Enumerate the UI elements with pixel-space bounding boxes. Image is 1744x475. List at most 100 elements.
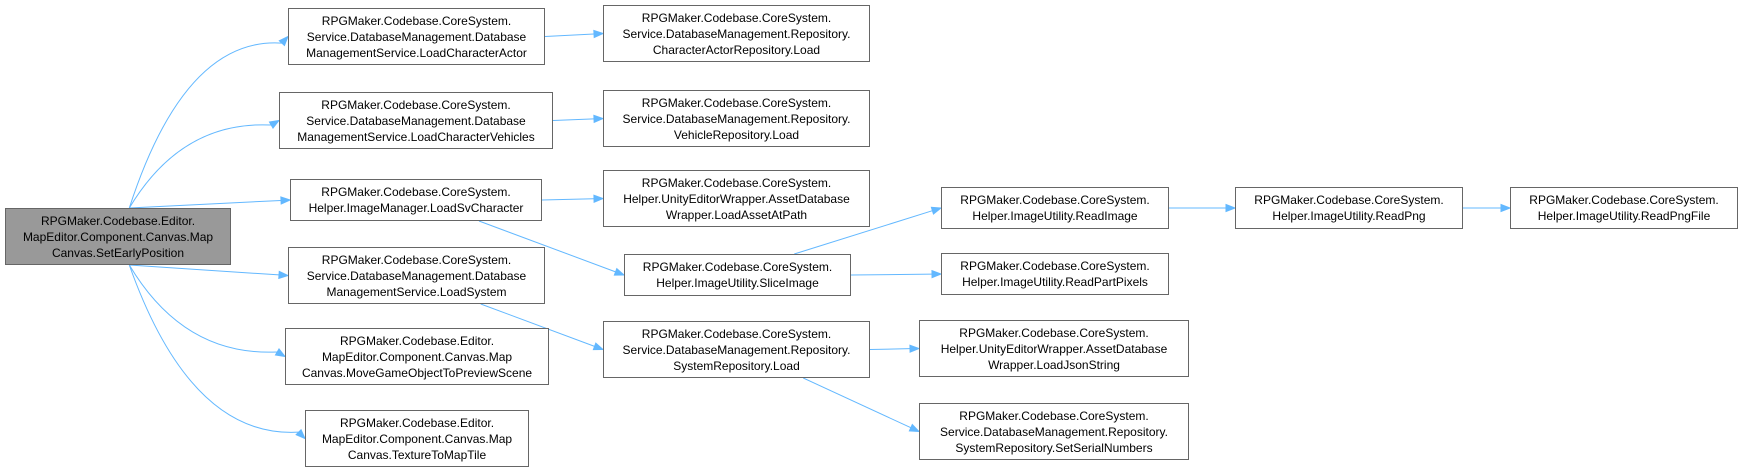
- edge-n1-n7: [544, 33, 595, 37]
- node-line: Helper.ImageUtility.ReadImage: [972, 209, 1138, 223]
- arrowhead-n0-n5: [274, 348, 287, 358]
- arrowhead-n0-n6: [295, 428, 306, 440]
- node-line: Service.DatabaseManagement.Repository.: [622, 26, 851, 41]
- node-line: RPGMaker.Codebase.CoreSystem.: [641, 95, 832, 110]
- arrowhead-n11-n14: [909, 344, 921, 353]
- node-line: RPGMaker.Codebase.CoreSystem.: [641, 175, 832, 190]
- node-line: RPGMaker.Codebase.CoreSystem.: [321, 252, 512, 267]
- node-read-png-file[interactable]: RPGMaker.Codebase.CoreSystem. Helper.Ima…: [1510, 187, 1738, 229]
- node-read-image[interactable]: RPGMaker.Codebase.CoreSystem. Helper.Ima…: [941, 187, 1169, 229]
- arrowhead-n1-n7: [593, 29, 605, 39]
- node-line: CharacterActorRepository.Load: [652, 42, 821, 57]
- node-line: RPGMaker.Codebase.CoreSystem.: [321, 97, 511, 112]
- edge-n0-n2: [128, 124, 272, 209]
- arrowhead-n0-n2: [268, 119, 281, 129]
- node-line: Helper.ImageUtility.ReadPng: [1272, 209, 1426, 223]
- node-line: RPGMaker.Codebase.CoreSystem.: [1254, 193, 1444, 207]
- node-load-sv-character[interactable]: RPGMaker.Codebase.CoreSystem. Helper.Ima…: [290, 179, 542, 221]
- node-line: MapEditor.Component.Canvas.Map: [321, 349, 513, 364]
- node-line: Service.DatabaseManagement.Database: [306, 113, 526, 128]
- node-line: Helper.UnityEditorWrapper.AssetDatabase: [940, 341, 1168, 356]
- node-line: Service.DatabaseManagement.Repository.: [940, 424, 1168, 439]
- node-line: Service.DatabaseManagement.Repository.: [622, 342, 851, 357]
- node-character-actor-repository-load[interactable]: RPGMaker.Codebase.CoreSystem. Service.Da…: [603, 5, 870, 62]
- node-line: ManagementService.LoadCharacterVehicles: [297, 129, 535, 144]
- node-line: RPGMaker.Codebase.CoreSystem.: [321, 185, 511, 199]
- node-line: Helper.ImageUtility.SliceImage: [656, 276, 819, 290]
- node-vehicle-repository-load[interactable]: RPGMaker.Codebase.CoreSystem. Service.Da…: [603, 90, 870, 147]
- node-slice-image[interactable]: RPGMaker.Codebase.CoreSystem. Helper.Ima…: [624, 254, 851, 296]
- node-line: RPGMaker.Codebase.CoreSystem.: [959, 408, 1149, 423]
- node-line: Wrapper.LoadAssetAtPath: [665, 207, 808, 222]
- edge-n0-n1: [128, 42, 282, 209]
- node-line: RPGMaker.Codebase.CoreSystem.: [641, 326, 832, 341]
- node-line: RPGMaker.Codebase.CoreSystem.: [321, 13, 512, 28]
- node-line: SystemRepository.SetSerialNumbers: [955, 440, 1153, 455]
- node-line: RPGMaker.Codebase.Editor.: [339, 415, 495, 430]
- node-load-asset-at-path[interactable]: RPGMaker.Codebase.CoreSystem. Helper.Uni…: [603, 170, 870, 227]
- node-line: Helper.ImageUtility.ReadPartPixels: [962, 275, 1148, 289]
- node-load-system[interactable]: RPGMaker.Codebase.CoreSystem. Service.Da…: [288, 247, 545, 304]
- node-line: Helper.UnityEditorWrapper.AssetDatabase: [623, 191, 850, 206]
- edge-n3-n9: [541, 198, 595, 201]
- edge-n3-n10: [478, 220, 616, 273]
- node-texture-to-map-tile[interactable]: RPGMaker.Codebase.Editor. MapEditor.Comp…: [305, 410, 529, 467]
- arrowhead-n10-n13: [931, 269, 943, 279]
- node-line: Service.DatabaseManagement.Database: [306, 268, 527, 283]
- edge-n11-n14: [869, 348, 911, 350]
- node-load-character-actor[interactable]: RPGMaker.Codebase.CoreSystem. Service.Da…: [288, 8, 545, 65]
- node-line: Canvas.TextureToMapTile: [347, 447, 487, 462]
- node-line: Canvas.SetEarlyPosition: [51, 245, 185, 260]
- node-read-part-pixels[interactable]: RPGMaker.Codebase.CoreSystem. Helper.Ima…: [941, 253, 1169, 295]
- edge-n10-n13: [850, 273, 933, 276]
- edge-n0-n6: [128, 264, 299, 433]
- arrowhead-n0-n3: [280, 196, 292, 205]
- node-line: RPGMaker.Codebase.CoreSystem.: [642, 260, 833, 274]
- node-line: RPGMaker.Codebase.CoreSystem.: [959, 325, 1149, 340]
- arrowhead-n16-n17: [1500, 203, 1512, 213]
- node-line: Service.DatabaseManagement.Repository.: [622, 111, 851, 126]
- node-line: Wrapper.LoadJsonString: [988, 357, 1120, 372]
- node-line: VehicleRepository.Load: [673, 127, 800, 142]
- arrowhead-n11-n15: [908, 423, 921, 433]
- node-line: RPGMaker.Codebase.CoreSystem.: [1529, 193, 1719, 207]
- node-line: RPGMaker.Codebase.CoreSystem.: [641, 10, 832, 25]
- node-line: Helper.ImageManager.LoadSvCharacter: [308, 201, 524, 215]
- edge-n0-n5: [128, 264, 278, 353]
- arrowhead-n0-n4: [278, 270, 290, 280]
- arrowhead-n4-n11: [592, 342, 605, 351]
- edge-n0-n3: [129, 199, 282, 209]
- node-set-early-position: RPGMaker.Codebase.Editor. MapEditor.Comp…: [5, 208, 231, 265]
- node-read-png[interactable]: RPGMaker.Codebase.CoreSystem. Helper.Ima…: [1235, 187, 1463, 229]
- edge-n2-n8: [552, 118, 595, 121]
- node-line: Canvas.MoveGameObjectToPreviewScene: [301, 365, 533, 380]
- node-line: RPGMaker.Codebase.CoreSystem.: [960, 259, 1150, 273]
- node-line: RPGMaker.Codebase.Editor.: [40, 213, 196, 228]
- edge-n11-n15: [803, 377, 912, 429]
- arrowhead-n10-n12: [930, 206, 943, 215]
- node-move-game-object-to-preview-scene[interactable]: RPGMaker.Codebase.Editor. MapEditor.Comp…: [285, 328, 549, 385]
- node-line: RPGMaker.Codebase.Editor.: [339, 333, 495, 348]
- node-line: SystemRepository.Load: [673, 358, 800, 373]
- edge-n10-n12: [794, 210, 933, 255]
- edge-n0-n4: [129, 264, 280, 276]
- arrowhead-n12-n16: [1225, 203, 1237, 213]
- node-line: ManagementService.LoadSystem: [326, 284, 507, 299]
- node-line: Helper.ImageUtility.ReadPngFile: [1537, 209, 1711, 223]
- node-line: Service.DatabaseManagement.Database: [306, 29, 527, 44]
- node-line: ManagementService.LoadCharacterActor: [306, 45, 527, 60]
- node-system-repository-load[interactable]: RPGMaker.Codebase.CoreSystem. Service.Da…: [603, 321, 870, 378]
- arrowhead-n3-n9: [593, 194, 605, 203]
- arrowhead-n2-n8: [593, 114, 605, 124]
- node-line: RPGMaker.Codebase.CoreSystem.: [960, 193, 1150, 207]
- node-line: MapEditor.Component.Canvas.Map: [321, 431, 513, 446]
- node-set-serial-numbers[interactable]: RPGMaker.Codebase.CoreSystem. Service.Da…: [919, 403, 1189, 460]
- node-load-character-vehicles[interactable]: RPGMaker.Codebase.CoreSystem. Service.Da…: [279, 92, 553, 149]
- edge-n4-n11: [480, 303, 595, 347]
- node-line: MapEditor.Component.Canvas.Map: [22, 229, 214, 244]
- node-load-json-string[interactable]: RPGMaker.Codebase.CoreSystem. Helper.Uni…: [919, 320, 1189, 377]
- arrowhead-n3-n10: [613, 267, 626, 276]
- arrowhead-n0-n1: [278, 35, 289, 47]
